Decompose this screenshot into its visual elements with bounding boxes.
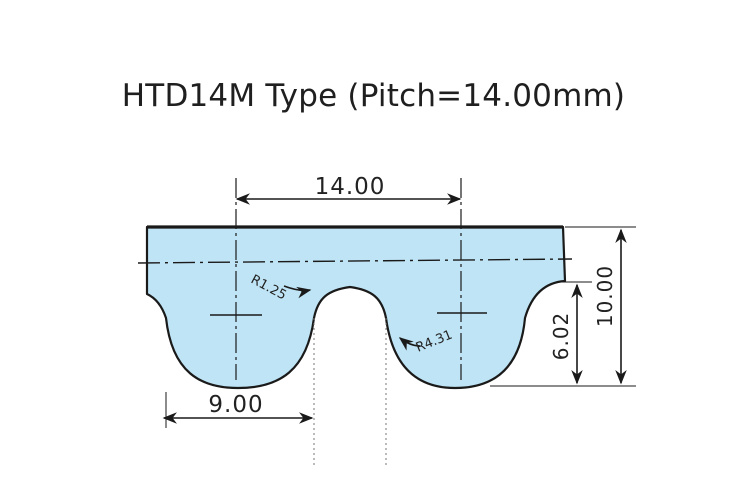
belt-height-label: 10.00 — [593, 265, 617, 327]
tooth-height-label: 6.02 — [549, 312, 573, 361]
pitch-dimension-label: 14.00 — [315, 174, 386, 200]
belt-body — [145, 225, 567, 390]
root-radius-leader — [283, 285, 312, 299]
tooth-radius-leader — [398, 337, 421, 351]
tooth-width-label: 9.00 — [208, 392, 263, 418]
pitch-line — [137, 258, 573, 264]
diagram-title: HTD14M Type (Pitch=14.00mm) — [121, 78, 626, 114]
